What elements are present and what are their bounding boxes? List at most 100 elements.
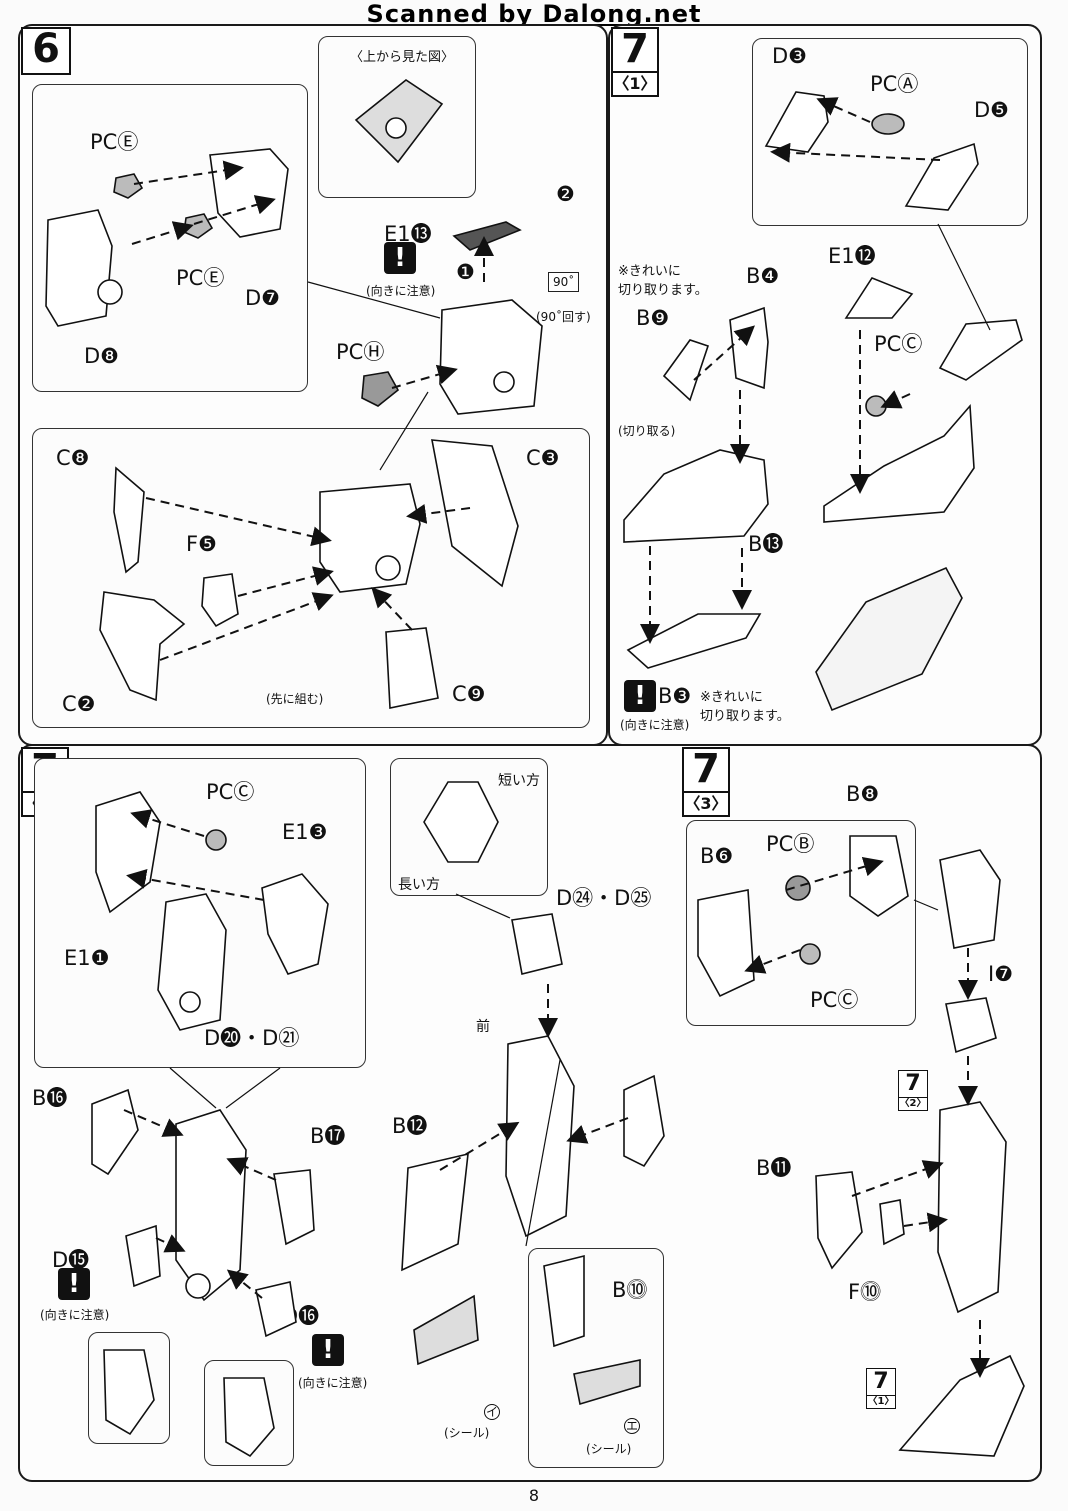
part-d16: [255, 1281, 297, 1338]
part-f5: [201, 573, 239, 628]
step7-3-sub-text: 〈3〉: [684, 791, 728, 815]
label-pcc-73: PCⒸ: [810, 988, 859, 1012]
step7-3-number: 7 〈3〉: [682, 747, 730, 817]
reference-step-7-2: 7 〈2〉: [898, 1070, 928, 1111]
part-d5: [904, 142, 979, 211]
label-pca: PCⒶ: [870, 72, 919, 96]
ref2-number: 7: [905, 1071, 921, 1096]
part-b13-assembled: [823, 404, 975, 523]
label-e11: E1❶: [64, 946, 110, 970]
part-pce-mid: [183, 213, 214, 239]
label-c2: C❷: [62, 692, 96, 716]
first-note: (先に組む): [266, 692, 324, 706]
part-d16-detail: [223, 1377, 275, 1458]
label-c9: C❾: [452, 682, 486, 706]
step7-3-number-text: 7: [692, 746, 720, 792]
label-c8: C❽: [56, 446, 90, 470]
step-marker-1: ❶: [456, 260, 475, 284]
part-main-leg-72: [175, 1109, 247, 1302]
part-i7: [945, 997, 997, 1054]
step6-warn-note: (向きに注意): [366, 284, 436, 298]
part-e112: [844, 277, 914, 319]
part-c9: [385, 627, 439, 709]
part-seal-a: [413, 1294, 479, 1366]
label-b17: B⓱: [310, 1124, 346, 1148]
part-b4: [729, 306, 769, 390]
rotate-badge: 90˚: [548, 272, 580, 292]
part-right-armor: [623, 1074, 665, 1168]
label-d7: D❼: [245, 286, 280, 310]
seal-b-mark: エ: [624, 1418, 640, 1434]
d15-warn-note: (向きに注意): [40, 1308, 110, 1322]
reference-step-7-1: 7 〈1〉: [866, 1368, 896, 1409]
top-view-part: [354, 79, 444, 164]
label-pcc-71: PCⒸ: [874, 332, 923, 356]
warning-icon: !: [384, 242, 416, 274]
part-pcb: [785, 875, 811, 901]
part-b3: [626, 613, 762, 669]
warning-icon: !: [58, 1268, 90, 1300]
warning-icon: !: [312, 1334, 344, 1366]
label-pce-mid: PCⒺ: [176, 266, 225, 290]
label-f5: F❺: [186, 532, 217, 556]
seal-a-label: (シール): [444, 1426, 490, 1440]
label-b10: B⓾: [612, 1278, 648, 1302]
label-b6: B❻: [700, 844, 734, 868]
label-e13: E1❸: [282, 820, 328, 844]
part-main-frame-6b: [319, 483, 421, 593]
ref1-number: 7: [873, 1369, 889, 1394]
label-d20-21: D⓴・D㉑: [204, 1026, 300, 1050]
label-d3: D❸: [772, 44, 807, 68]
part-d7-frame: [209, 148, 289, 238]
cutoff-note: (切り取る): [618, 424, 676, 438]
label-f10: F⓾: [848, 1280, 882, 1304]
page-number: 8: [528, 1486, 540, 1505]
part-b3-detail: [815, 566, 963, 712]
ref1-sub: 〈1〉: [867, 1395, 895, 1407]
part-d15: [125, 1224, 161, 1288]
short-side-label: 短い方: [498, 773, 540, 789]
cut-note: ※きれいに 切り取ります。: [618, 264, 708, 298]
part-b12: [401, 1152, 469, 1272]
label-b16: B⓰: [32, 1086, 68, 1110]
part-d3: [764, 91, 829, 153]
part-pch: [361, 371, 400, 407]
part-b11: [815, 1171, 863, 1270]
part-direction-inset: [423, 781, 499, 863]
long-side-label: 長い方: [398, 877, 440, 893]
step7-1-number-text: 7: [621, 26, 649, 72]
label-d24-25: D㉔・D㉕: [556, 886, 652, 910]
step6-top-view-label: 〈上から見た図〉: [350, 50, 455, 65]
part-b8: [849, 835, 909, 917]
part-pcc-71: [865, 395, 887, 417]
label-b13: B⓭: [748, 532, 784, 556]
step7-1-number: 7 〈1〉: [611, 27, 659, 97]
step-marker-2: ❷: [556, 182, 575, 206]
label-pce-top: PCⒺ: [90, 130, 139, 154]
part-f10: [879, 1199, 905, 1246]
part-c2: [99, 591, 186, 702]
part-seal-b: [573, 1359, 641, 1406]
label-b12: B⓬: [392, 1114, 428, 1138]
label-b11: B⓫: [756, 1156, 792, 1180]
part-b16: [91, 1088, 139, 1176]
scan-header: Scanned by Dalong.net: [366, 0, 702, 28]
part-pcc-72: [205, 829, 227, 851]
part-b10: [543, 1254, 585, 1348]
label-b3: B❸: [658, 684, 692, 708]
part-pcc-73: [799, 943, 821, 965]
part-pca: [871, 113, 905, 135]
label-pcb: PCⒷ: [766, 832, 815, 856]
label-pch: PCⒽ: [336, 340, 385, 364]
part-d15-detail: [103, 1349, 155, 1436]
label-b9: B❾: [636, 306, 670, 330]
part-upper-73: [939, 849, 1001, 949]
label-b4: B❹: [746, 264, 780, 288]
part-main-frame-6: [439, 299, 543, 415]
part-d24-25: [511, 913, 563, 975]
label-b8: B❽: [846, 782, 880, 806]
label-d5: D❺: [974, 98, 1009, 122]
part-b6: [697, 889, 755, 998]
